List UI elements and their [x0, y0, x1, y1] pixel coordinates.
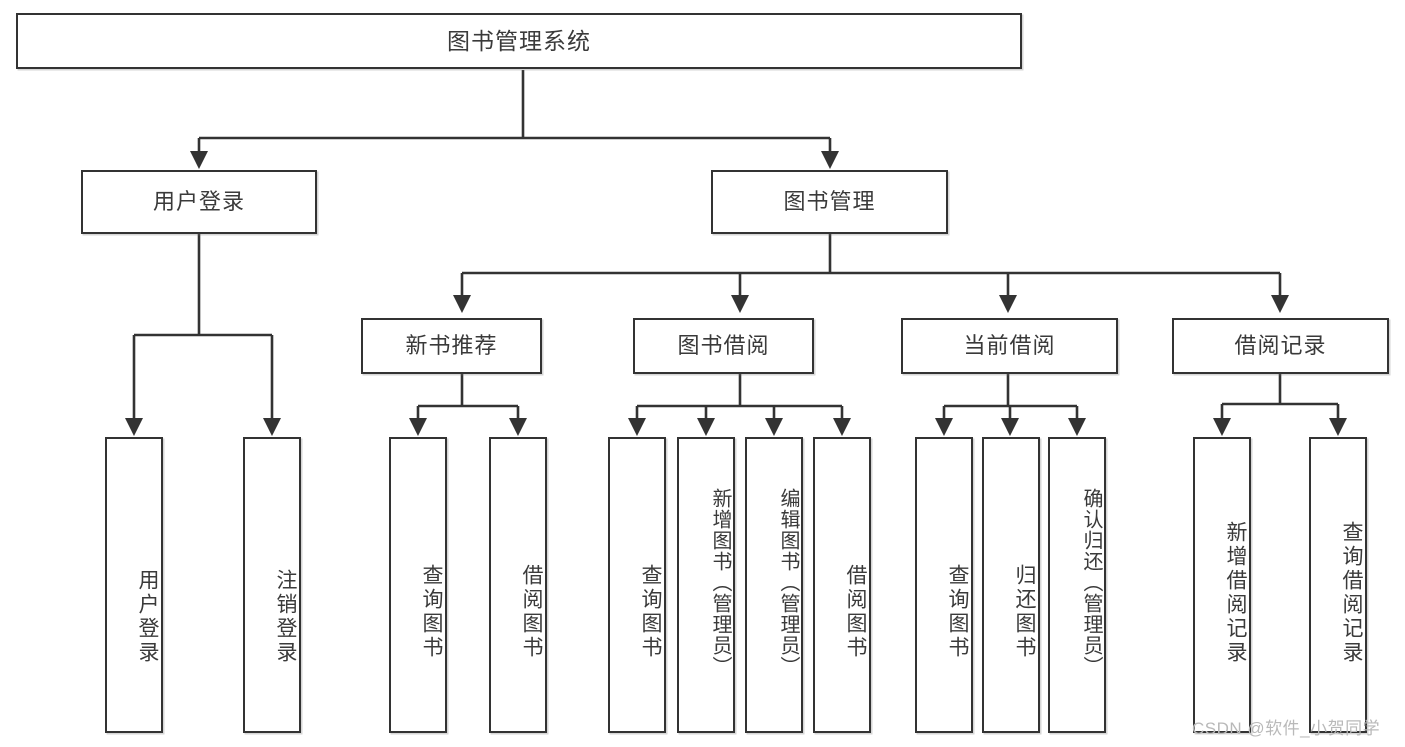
leaf-query-book-1[interactable]: 查询图书 — [389, 437, 447, 733]
node-current-borrow[interactable]: 当前借阅 — [901, 318, 1118, 374]
leaf-edit-book[interactable]: 编辑图书（管理员） — [745, 437, 803, 733]
leaf-borrow-book-1[interactable]: 借阅图书 — [489, 437, 547, 733]
csdn-watermark: CSDN @软件_小贺同学 — [1192, 719, 1381, 738]
leaf-return-book[interactable]: 归还图书 — [982, 437, 1040, 733]
leaf-add-record[interactable]: 新增借阅记录 — [1193, 437, 1251, 733]
leaf-query-book-3[interactable]: 查询图书 — [915, 437, 973, 733]
node-root-book-management-system[interactable]: 图书管理系统 — [16, 13, 1022, 69]
leaf-add-book[interactable]: 新增图书（管理员） — [677, 437, 735, 733]
leaf-confirm-return[interactable]: 确认归还（管理员） — [1048, 437, 1106, 733]
node-user-login[interactable]: 用户登录 — [81, 170, 317, 234]
leaf-query-record[interactable]: 查询借阅记录 — [1309, 437, 1367, 733]
node-borrow-record[interactable]: 借阅记录 — [1172, 318, 1389, 374]
leaf-logout-login[interactable]: 注销登录 — [243, 437, 301, 733]
leaf-borrow-book-2[interactable]: 借阅图书 — [813, 437, 871, 733]
node-book-manage[interactable]: 图书管理 — [711, 170, 948, 234]
node-book-borrow[interactable]: 图书借阅 — [633, 318, 814, 374]
leaf-user-login[interactable]: 用户登录 — [105, 437, 163, 733]
node-new-book-recommend[interactable]: 新书推荐 — [361, 318, 542, 374]
leaf-query-book-2[interactable]: 查询图书 — [608, 437, 666, 733]
